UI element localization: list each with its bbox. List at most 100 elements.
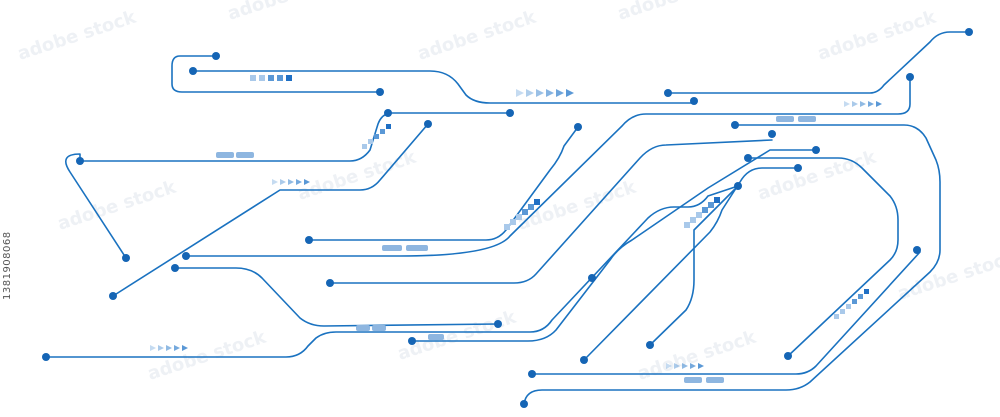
node-dot-icon	[326, 279, 334, 287]
node-dot-icon	[506, 109, 514, 117]
circuit-trace	[112, 123, 429, 297]
chip-pad-icon	[706, 377, 724, 383]
arrow-chevron-icon	[280, 179, 286, 185]
square-step-icon	[516, 214, 522, 220]
square-step-icon	[362, 144, 367, 149]
node-dot-icon	[690, 97, 698, 105]
node-dot-icon	[42, 353, 50, 361]
watermark-text: adobe stock	[15, 6, 140, 64]
node-dot-icon	[182, 252, 190, 260]
node-dot-icon	[189, 67, 197, 75]
square-step-icon	[852, 299, 857, 304]
circuit-trace	[583, 167, 799, 361]
node-dot-icon	[965, 28, 973, 36]
watermark-text: adobe stock	[145, 326, 270, 384]
arrow-chevron-icon	[876, 101, 882, 107]
node-dot-icon	[494, 320, 502, 328]
node-dot-icon	[305, 236, 313, 244]
arrow-chevron-icon	[166, 345, 172, 351]
arrow-chevron-icon	[304, 179, 310, 185]
node-dot-icon	[664, 89, 672, 97]
arrow-chevron-icon	[566, 89, 574, 97]
circuit-trace	[649, 185, 739, 346]
circuit-trace	[531, 251, 921, 375]
circuit-trace	[79, 112, 511, 162]
chip-pad-icon	[406, 245, 428, 251]
watermark-text: adobe stock	[395, 306, 520, 364]
square-step-icon	[268, 75, 274, 81]
circuit-trace	[45, 185, 739, 358]
chip-pad-icon	[776, 116, 794, 122]
arrow-chevron-icon	[526, 89, 534, 97]
watermark-text: adobe stock	[415, 6, 540, 64]
square-step-icon	[696, 212, 702, 218]
arrow-chevron-icon	[174, 345, 180, 351]
circuit-trace	[174, 267, 499, 327]
node-dot-icon	[408, 337, 416, 345]
node-dot-icon	[574, 123, 582, 131]
arrow-chevron-icon	[860, 101, 866, 107]
watermark-text: adobe stock	[815, 6, 940, 64]
arrow-chevron-icon	[674, 363, 680, 369]
circuit-trace	[747, 157, 899, 357]
node-dot-icon	[812, 146, 820, 154]
node-dot-icon	[376, 88, 384, 96]
chip-pad-icon	[428, 334, 444, 340]
circuit-trace	[185, 76, 911, 257]
watermark-text: adobe stock	[225, 0, 350, 25]
circuit-trace	[329, 139, 773, 284]
stock-id-label: 1381908068	[2, 231, 13, 300]
chip-pad-icon	[684, 377, 702, 383]
node-dot-icon	[520, 400, 528, 408]
arrow-chevron-icon	[844, 101, 850, 107]
square-step-icon	[510, 219, 516, 225]
chip-pad-icon	[216, 152, 234, 158]
node-dot-icon	[528, 370, 536, 378]
square-step-icon	[386, 124, 391, 129]
chip-pad-icon	[356, 325, 370, 331]
square-step-icon	[534, 199, 540, 205]
circuit-trace	[64, 153, 127, 259]
node-dot-icon	[76, 157, 84, 165]
decorative-markers	[150, 75, 882, 369]
arrow-chevron-icon	[150, 345, 156, 351]
node-dot-icon	[646, 341, 654, 349]
square-step-icon	[708, 202, 714, 208]
arrow-chevron-icon	[852, 101, 858, 107]
circuit-trace	[308, 126, 579, 241]
circuit-trace	[523, 124, 941, 405]
square-step-icon	[684, 222, 690, 228]
square-step-icon	[374, 134, 379, 139]
square-step-icon	[714, 197, 720, 203]
node-dot-icon	[212, 52, 220, 60]
node-dot-icon	[122, 254, 130, 262]
square-step-icon	[702, 207, 708, 213]
square-step-icon	[250, 75, 256, 81]
square-step-icon	[690, 217, 696, 223]
watermark-text: adobe stock	[635, 326, 760, 384]
watermark-text: adobe stock	[55, 176, 180, 234]
circuit-traces	[45, 31, 970, 405]
node-dot-icon	[384, 109, 392, 117]
node-dot-icon	[731, 121, 739, 129]
arrow-chevron-icon	[516, 89, 524, 97]
square-step-icon	[277, 75, 283, 81]
node-dot-icon	[784, 352, 792, 360]
square-step-icon	[259, 75, 265, 81]
circuit-trace	[411, 149, 817, 342]
square-step-icon	[368, 139, 373, 144]
chip-pad-icon	[372, 325, 386, 331]
node-dot-icon	[744, 154, 752, 162]
arrow-chevron-icon	[158, 345, 164, 351]
square-step-icon	[504, 224, 510, 230]
watermark-text: adobe stock	[755, 146, 880, 204]
chip-pad-icon	[382, 245, 402, 251]
circuit-trace	[171, 55, 381, 93]
square-step-icon	[840, 309, 845, 314]
arrow-chevron-icon	[666, 363, 672, 369]
arrow-chevron-icon	[690, 363, 696, 369]
chip-pad-icon	[798, 116, 816, 122]
circuit-trace	[192, 70, 695, 104]
square-step-icon	[522, 209, 528, 215]
